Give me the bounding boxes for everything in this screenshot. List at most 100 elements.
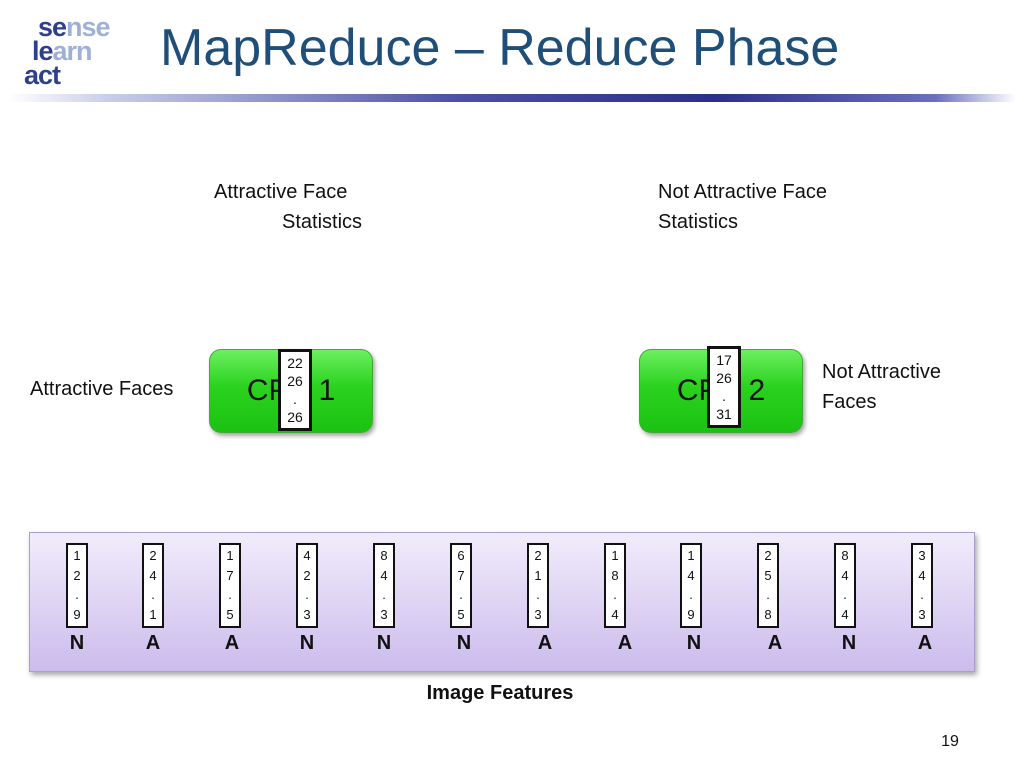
feature-digit: 9 bbox=[73, 606, 81, 622]
feature-digit: 3 bbox=[380, 606, 388, 622]
feature-digit: 2 bbox=[303, 567, 311, 583]
feature-digit: 3 bbox=[303, 606, 311, 622]
cpu-1-result-line: 26 bbox=[287, 373, 303, 389]
feature-class-label: A bbox=[617, 632, 633, 654]
feature-digit: 8 bbox=[611, 567, 619, 583]
feature-digit: 6 bbox=[457, 548, 465, 563]
feature-digit: . bbox=[228, 587, 232, 602]
attractive-stats-label: Attractive Face Statistics bbox=[214, 177, 362, 237]
feature-digit: . bbox=[920, 587, 924, 602]
feature-digit: 1 bbox=[534, 567, 542, 583]
feature-digit: 7 bbox=[226, 567, 234, 583]
logo-line-3: act bbox=[24, 60, 61, 90]
feature-digit: . bbox=[75, 587, 79, 602]
cpu-2-result-line: . bbox=[722, 388, 726, 404]
cpu-1-result-card: 22 26 . 26 bbox=[278, 349, 312, 431]
feature-digit: . bbox=[536, 587, 540, 602]
feature-digit: 1 bbox=[611, 548, 619, 563]
feature-digit: 4 bbox=[303, 548, 311, 563]
not-attractive-faces-line1: Not Attractive bbox=[822, 361, 941, 383]
logo-line-2: learn bbox=[32, 36, 93, 66]
feature-class-label: N bbox=[299, 632, 315, 654]
cpu-1-result-line: . bbox=[293, 391, 297, 407]
feature-class-label: N bbox=[456, 632, 472, 654]
feature-digit: 2 bbox=[149, 548, 157, 563]
not-attractive-stats-line2: Statistics bbox=[658, 211, 739, 233]
feature-digit: 1 bbox=[149, 606, 157, 622]
cpu-2-result-line: 26 bbox=[716, 370, 732, 386]
feature-digit: 9 bbox=[687, 606, 695, 622]
feature-digit: . bbox=[305, 587, 309, 602]
feature-digit: 8 bbox=[764, 606, 772, 622]
feature-digit: 4 bbox=[918, 567, 926, 583]
feature-digit: 2 bbox=[73, 567, 81, 583]
feature-digit: . bbox=[382, 587, 386, 602]
not-attractive-faces-line2: Faces bbox=[822, 391, 877, 413]
feature-digit: . bbox=[151, 587, 155, 602]
image-features-caption: Image Features bbox=[426, 682, 574, 704]
feature-digit: . bbox=[689, 587, 693, 602]
feature-digit: 5 bbox=[226, 606, 234, 622]
feature-digit: 4 bbox=[149, 567, 157, 583]
feature-digit: 4 bbox=[380, 567, 388, 583]
feature-class-label: N bbox=[376, 632, 392, 654]
feature-class-label: A bbox=[917, 632, 933, 654]
feature-digit: 1 bbox=[226, 548, 234, 563]
feature-class-label: A bbox=[224, 632, 240, 654]
feature-digit: . bbox=[459, 587, 463, 602]
not-attractive-stats-label: Not Attractive Face Statistics bbox=[658, 177, 827, 237]
feature-digit: 4 bbox=[841, 606, 849, 622]
cpu-2-result-card: 17 26 . 31 bbox=[707, 346, 741, 428]
feature-digit: 4 bbox=[687, 567, 695, 583]
feature-digit: 5 bbox=[764, 567, 772, 583]
feature-digit: 3 bbox=[534, 606, 542, 622]
feature-digit: 3 bbox=[918, 548, 926, 563]
attractive-faces-label: Attractive Faces bbox=[30, 378, 174, 400]
feature-digit: 2 bbox=[534, 548, 542, 563]
page-number: 19 bbox=[941, 733, 959, 750]
feature-digit: . bbox=[613, 587, 617, 602]
feature-digit: 2 bbox=[764, 548, 772, 563]
feature-digit: 4 bbox=[611, 606, 619, 622]
feature-digit: 7 bbox=[457, 567, 465, 583]
cpu-1-result-line: 26 bbox=[287, 409, 303, 425]
attractive-stats-line1: Attractive Face bbox=[214, 181, 348, 203]
cpu-1-result-line: 22 bbox=[287, 355, 303, 371]
feature-digit: 8 bbox=[380, 548, 388, 563]
title-underline bbox=[8, 94, 1016, 102]
feature-digit: . bbox=[766, 587, 770, 602]
feature-digit: 8 bbox=[841, 548, 849, 563]
feature-class-label: N bbox=[686, 632, 702, 654]
feature-class-label: N bbox=[841, 632, 857, 654]
image-features-panel bbox=[29, 532, 975, 672]
feature-class-label: A bbox=[767, 632, 783, 654]
attractive-stats-line2: Statistics bbox=[282, 211, 363, 233]
feature-digit: . bbox=[843, 587, 847, 602]
logo: sense learn act bbox=[22, 12, 132, 92]
feature-digit: 1 bbox=[687, 548, 695, 563]
not-attractive-faces-label: Not Attractive Faces bbox=[822, 357, 941, 417]
feature-class-label: N bbox=[69, 632, 85, 654]
feature-class-label: A bbox=[145, 632, 161, 654]
feature-digit: 5 bbox=[457, 606, 465, 622]
feature-class-label: A bbox=[537, 632, 553, 654]
feature-digit: 4 bbox=[841, 567, 849, 583]
not-attractive-stats-line1: Not Attractive Face bbox=[658, 181, 827, 203]
feature-digit: 3 bbox=[918, 606, 926, 622]
cpu-2-result-line: 31 bbox=[716, 406, 732, 422]
feature-digit: 1 bbox=[73, 548, 81, 563]
cpu-2-result-line: 17 bbox=[716, 352, 732, 368]
logo-line-1: sense bbox=[38, 12, 111, 42]
